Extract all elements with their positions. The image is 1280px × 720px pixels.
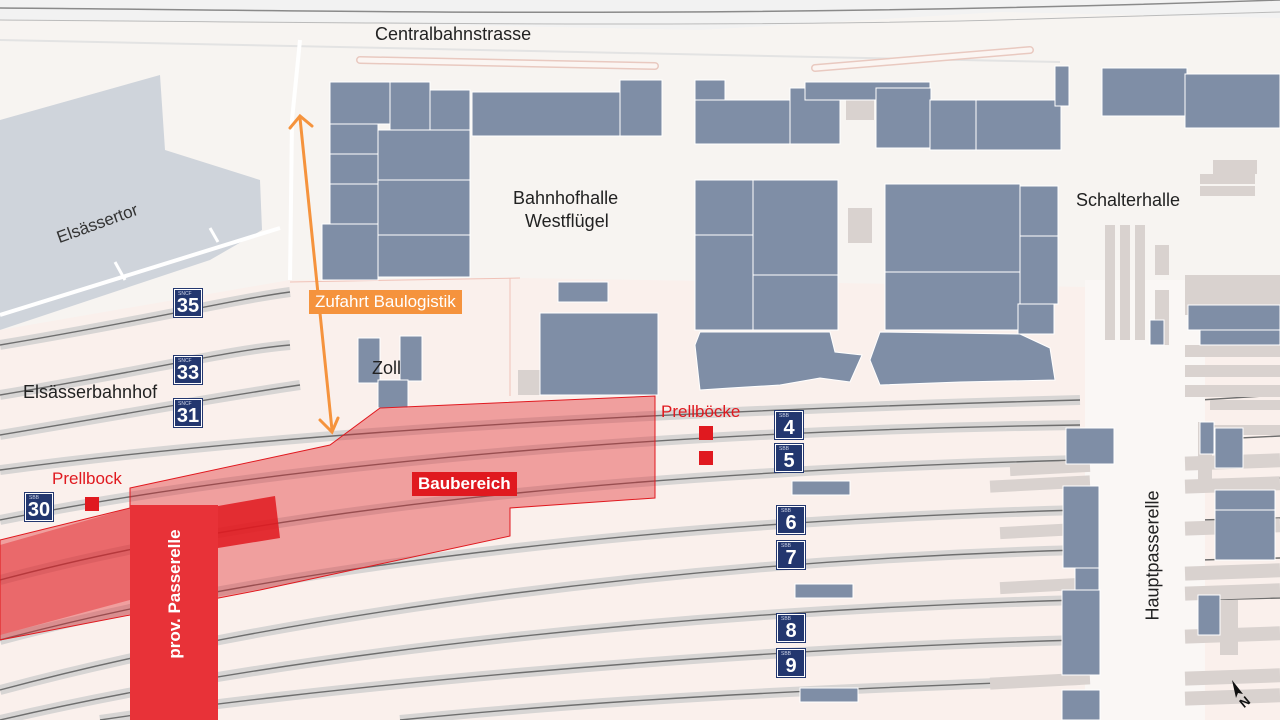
track-operator: SNCF xyxy=(178,358,192,364)
zufahrt-baulogistik-tag: Zufahrt Baulogistik xyxy=(309,290,462,314)
elsaesserbahnhof-label: Elsässerbahnhof xyxy=(23,382,158,402)
schalterhalle-label: Schalterhalle xyxy=(1076,190,1181,210)
hauptpasserelle-label: Hauptpasserelle xyxy=(1142,490,1163,621)
passerelle-label: prov. Passerelle xyxy=(165,529,184,659)
track-operator: SNCF xyxy=(178,291,192,297)
track-operator: SNCF xyxy=(178,401,192,407)
track-number: 33 xyxy=(176,362,200,384)
track-number: 30 xyxy=(27,499,51,521)
prellboecke-label: Prellböcke xyxy=(661,402,741,421)
track-number: 5 xyxy=(783,450,795,472)
zoll-label: Zoll xyxy=(372,358,402,378)
elsaessertor-area xyxy=(0,75,262,330)
bahnhofhalle-label-line1: Bahnhofhalle xyxy=(513,188,619,208)
track-number: 9 xyxy=(785,655,797,677)
track-operator: SBB xyxy=(781,651,792,657)
prellbock-label: Prellbock xyxy=(52,469,122,488)
prellbock-marker xyxy=(699,426,713,440)
passerelle-ramp xyxy=(218,496,280,548)
bahnhofhalle-label-line2: Westflügel xyxy=(525,211,609,231)
track-number: 7 xyxy=(785,547,797,569)
street-label: Centralbahnstrasse xyxy=(375,24,532,44)
track-operator: SBB xyxy=(781,543,792,549)
track-number: 31 xyxy=(176,405,200,427)
track-number: 4 xyxy=(783,417,795,439)
track-operator: SBB xyxy=(781,616,792,622)
provisional-passerelle xyxy=(130,505,218,720)
track-number: 35 xyxy=(176,295,200,317)
baubereich-tag: Baubereich xyxy=(412,472,517,496)
track-operator: SBB xyxy=(779,413,790,419)
prellbock-marker xyxy=(85,497,99,511)
track-operator: SBB xyxy=(29,495,40,501)
north-arrow-icon: N xyxy=(1232,680,1253,711)
north-label: N xyxy=(1236,693,1253,711)
prellbock-marker xyxy=(699,451,713,465)
track-number: 8 xyxy=(785,620,797,642)
track-number: 6 xyxy=(785,512,797,534)
track-operator: SBB xyxy=(781,508,792,514)
track-operator: SBB xyxy=(779,446,790,452)
